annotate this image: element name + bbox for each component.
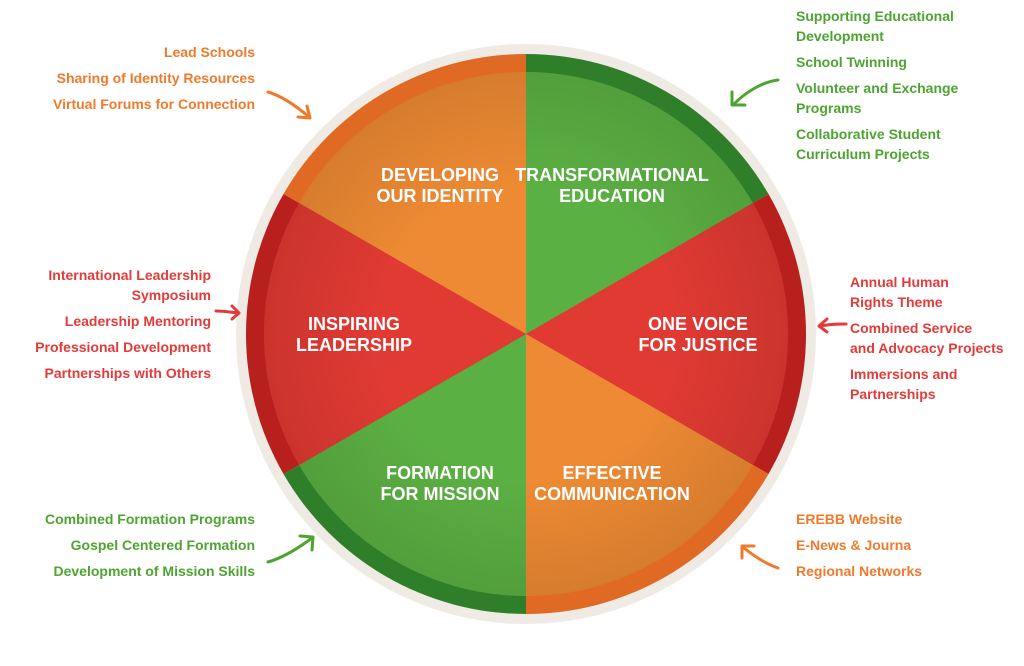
mission-list-item: Gospel Centered Formation (70, 537, 255, 553)
communication-list-item: EREBB Website (796, 511, 903, 527)
education-arrow-icon (730, 78, 780, 107)
leadership-list-item: Leadership Mentoring (64, 313, 211, 329)
mission-list-item: Development of Mission Skills (53, 563, 256, 579)
mission-list-item: Combined Formation Programs (44, 511, 255, 527)
identity-list-item: Lead Schools (163, 44, 255, 60)
leadership-list-item: Professional Development (35, 339, 211, 355)
justice-arrow-icon (817, 317, 848, 334)
leadership-arrow-icon (214, 304, 241, 321)
mission-arrow-icon (266, 534, 315, 564)
identity-arrow-icon (266, 90, 312, 120)
leadership-list-item: Partnerships with Others (44, 365, 211, 381)
education-list-item: School Twinning (796, 54, 907, 70)
identity-list-item: Sharing of Identity Resources (56, 70, 255, 86)
communication-arrow-icon (740, 544, 780, 570)
communication-list-item: Regional Networks (796, 563, 923, 579)
communication-list-item: E-News & Journa (796, 537, 912, 553)
identity-list-item: Virtual Forums for Connection (53, 96, 255, 112)
